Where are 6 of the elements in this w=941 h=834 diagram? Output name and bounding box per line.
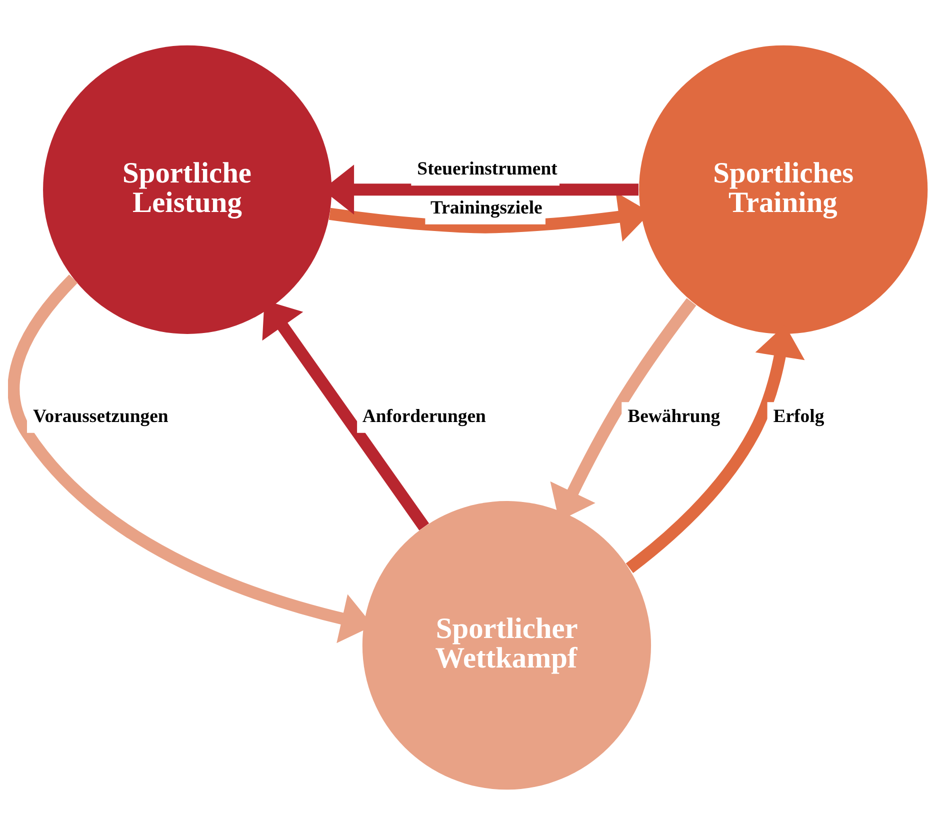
edge-label: Steuerinstrument [417,158,558,180]
edge-label: Erfolg [773,405,824,426]
edge-label: Anforderungen [362,405,486,426]
edge-label: Bewährung [628,405,720,426]
edge-label: Voraussetzungen [33,405,168,426]
edge-label: Trainingsziele [430,196,542,218]
